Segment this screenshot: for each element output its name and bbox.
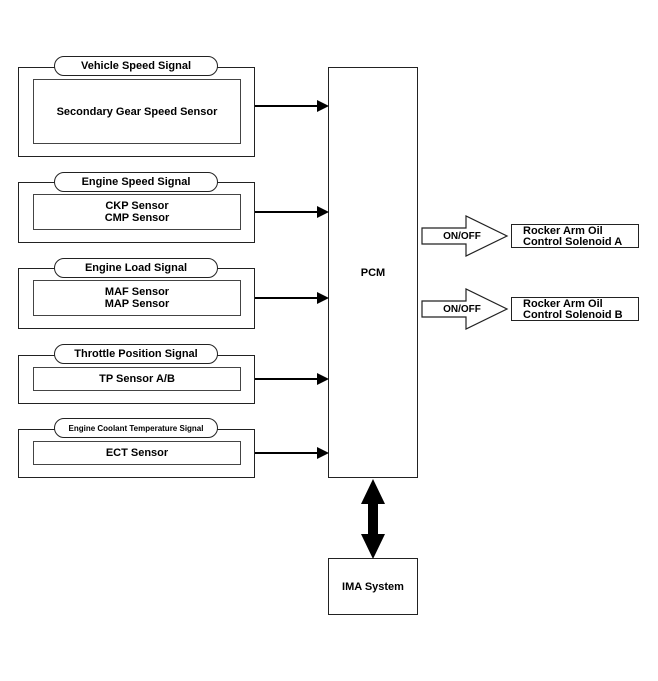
ckp-cmp-sensor-box: CKP Sensor CMP Sensor [33, 194, 241, 230]
onoff-arrow-b [421, 288, 509, 330]
engine-coolant-temperature-signal-label: Engine Coolant Temperature Signal [54, 418, 218, 438]
throttle-position-signal-label: Throttle Position Signal [54, 344, 218, 364]
rocker-arm-solenoid-b-box: Rocker Arm Oil Control Solenoid B [511, 297, 639, 321]
rocker-arm-solenoid-a-box: Rocker Arm Oil Control Solenoid A [511, 224, 639, 248]
maf-map-sensor-box: MAF Sensor MAP Sensor [33, 280, 241, 316]
secondary-gear-speed-sensor-box: Secondary Gear Speed Sensor [33, 79, 241, 144]
engine-speed-signal-label: Engine Speed Signal [54, 172, 218, 192]
engine-coolant-arrowhead [317, 447, 329, 459]
onoff-label-b: ON/OFF [443, 303, 481, 315]
throttle-position-arrowhead [317, 373, 329, 385]
engine-speed-arrowhead [317, 206, 329, 218]
pcm-box: PCM [328, 67, 418, 478]
vehicle-speed-signal-label: Vehicle Speed Signal [54, 56, 218, 76]
onoff-arrow-a [421, 215, 509, 257]
tp-sensor-box: TP Sensor A/B [33, 367, 241, 391]
engine-load-arrowhead [317, 292, 329, 304]
ect-sensor-box: ECT Sensor [33, 441, 241, 465]
onoff-label-a: ON/OFF [443, 230, 481, 242]
pcm-ima-double-arrow [361, 479, 385, 559]
vehicle-speed-arrowhead [317, 100, 329, 112]
engine-load-signal-label: Engine Load Signal [54, 258, 218, 278]
